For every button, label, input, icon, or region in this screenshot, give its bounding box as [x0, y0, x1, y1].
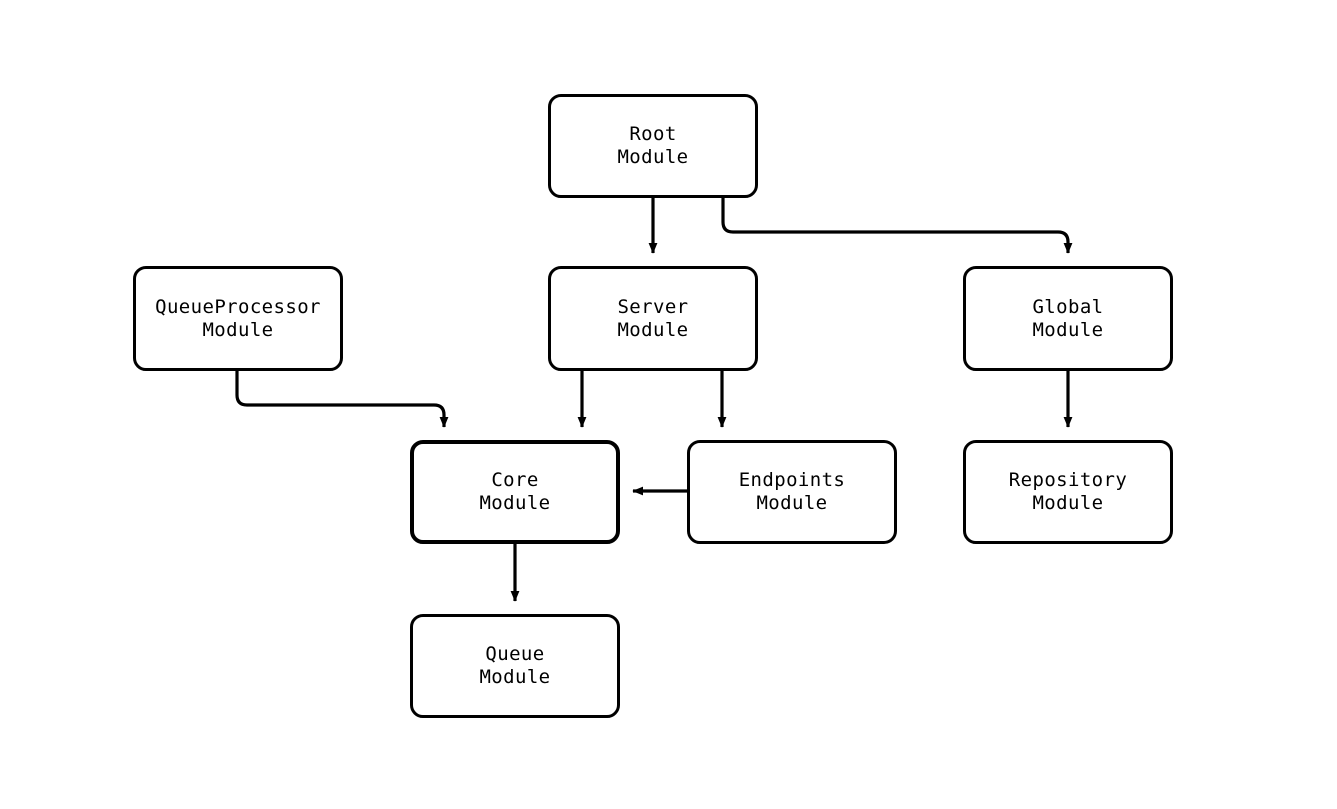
- node-global-module-label-line2: Module: [1032, 318, 1104, 341]
- node-queueprocessor-module[interactable]: QueueProcessor Module: [133, 266, 343, 371]
- node-queue-module[interactable]: Queue Module: [410, 614, 620, 718]
- edge-root-to-global: [721, 198, 1073, 254]
- node-endpoints-module-label-line2: Module: [756, 492, 828, 514]
- node-root-module[interactable]: Root Module: [548, 94, 758, 198]
- node-core-module[interactable]: Core Module: [410, 440, 620, 544]
- node-server-module-label-line1: Server: [617, 295, 689, 318]
- node-endpoints-module-label-line1: Endpoints: [738, 469, 846, 491]
- node-global-module-label-line1: Global: [1032, 295, 1104, 318]
- node-queueprocessor-module-label-line1: QueueProcessor: [155, 295, 321, 318]
- node-repository-module[interactable]: Repository Module: [963, 440, 1173, 544]
- node-repository-module-label-line2: Module: [1032, 492, 1104, 514]
- node-repository-module-label-line1: Repository: [1008, 469, 1128, 491]
- node-queue-module-label-line1: Queue: [485, 643, 545, 665]
- node-endpoints-module[interactable]: Endpoints Module: [687, 440, 897, 544]
- node-queueprocessor-module-label-line2: Module: [202, 318, 274, 341]
- edge-queueprocessor-to-core: [235, 371, 449, 428]
- node-root-module-label-line1: Root: [629, 123, 677, 145]
- node-queue-module-label-line2: Module: [479, 666, 551, 688]
- node-root-module-label-line2: Module: [617, 146, 689, 168]
- node-server-module[interactable]: Server Module: [548, 266, 758, 371]
- node-server-module-label-line2: Module: [617, 318, 689, 341]
- node-global-module[interactable]: Global Module: [963, 266, 1173, 371]
- node-core-module-label-line2: Module: [479, 492, 551, 514]
- node-core-module-label-line1: Core: [491, 469, 539, 491]
